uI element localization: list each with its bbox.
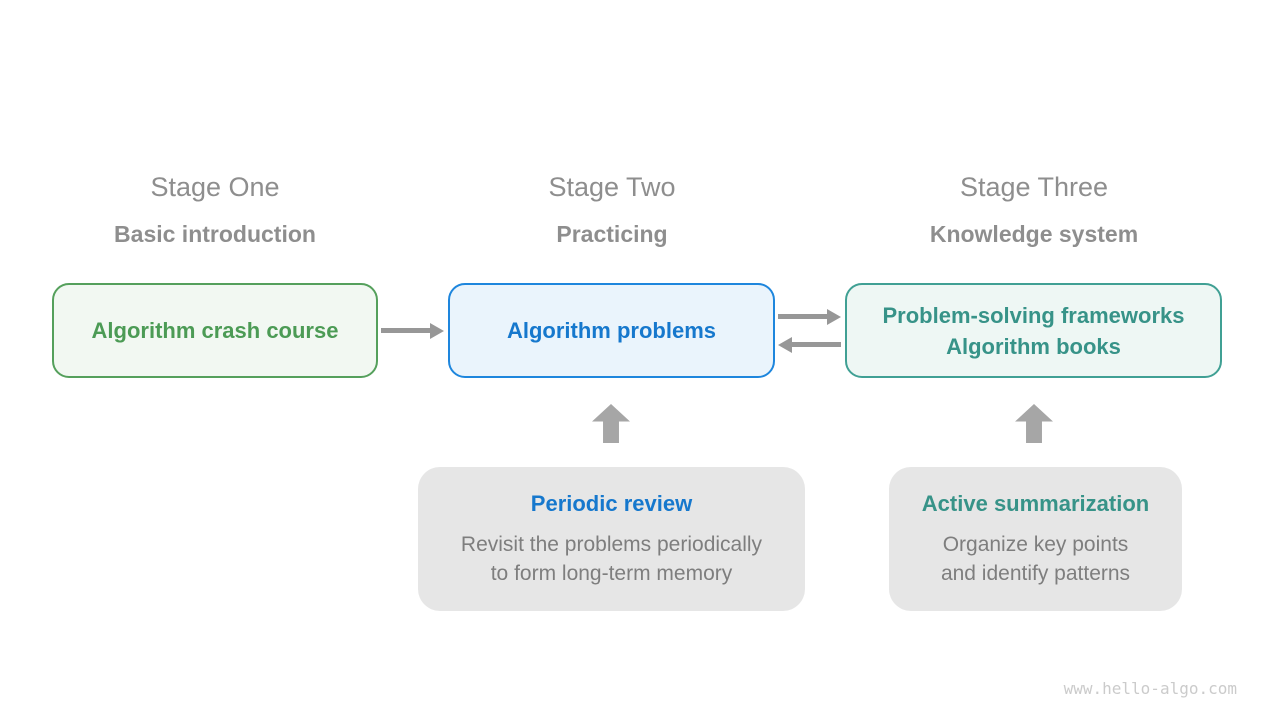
algorithm-crash-course-box: Algorithm crash course	[52, 283, 378, 378]
arrow-head	[778, 337, 792, 353]
watermark-url: www.hello-algo.com	[1063, 679, 1237, 698]
box-label-line-2: Algorithm books	[946, 333, 1121, 359]
periodic-review-note: Periodic review Revisit the problems per…	[418, 467, 805, 611]
arrow-left-icon	[778, 337, 841, 353]
arrow-up-icon	[592, 404, 630, 443]
box-label-line-1: Problem-solving frameworks	[882, 302, 1185, 328]
note-body-line-1: Organize key points	[942, 532, 1129, 556]
note-body-line-2: and identify patterns	[940, 561, 1131, 585]
arrow-right-icon	[778, 309, 841, 325]
arrow-stem	[789, 342, 841, 347]
stage-one-subtitle: Basic introduction	[114, 221, 316, 247]
note-body-line-1: Revisit the problems periodically	[460, 532, 763, 556]
note-body-line-2: to form long-term memory	[490, 561, 733, 585]
knowledge-system-box: Problem-solving frameworks Algorithm boo…	[845, 283, 1222, 378]
stage-one-title: Stage One	[150, 172, 280, 202]
arrow-up-icon	[1015, 404, 1053, 443]
stage-three-title: Stage Three	[959, 172, 1109, 202]
algorithm-problems-box: Algorithm problems	[448, 283, 775, 378]
note-title: Active summarization	[921, 490, 1150, 516]
box-label: Algorithm problems	[506, 318, 716, 343]
stage-three-subtitle: Knowledge system	[929, 221, 1139, 247]
arrow-stem	[381, 328, 433, 333]
stage-two-subtitle: Practicing	[556, 221, 668, 247]
arrow-stem	[778, 314, 830, 319]
arrow-head	[827, 309, 841, 325]
box-label: Algorithm crash course	[91, 318, 339, 343]
note-title: Periodic review	[530, 490, 693, 516]
arrow-right-icon	[381, 323, 444, 339]
active-summarization-note: Active summarization Organize key points…	[889, 467, 1182, 611]
arrow-head	[430, 323, 444, 339]
stage-two-title: Stage Two	[548, 172, 676, 202]
